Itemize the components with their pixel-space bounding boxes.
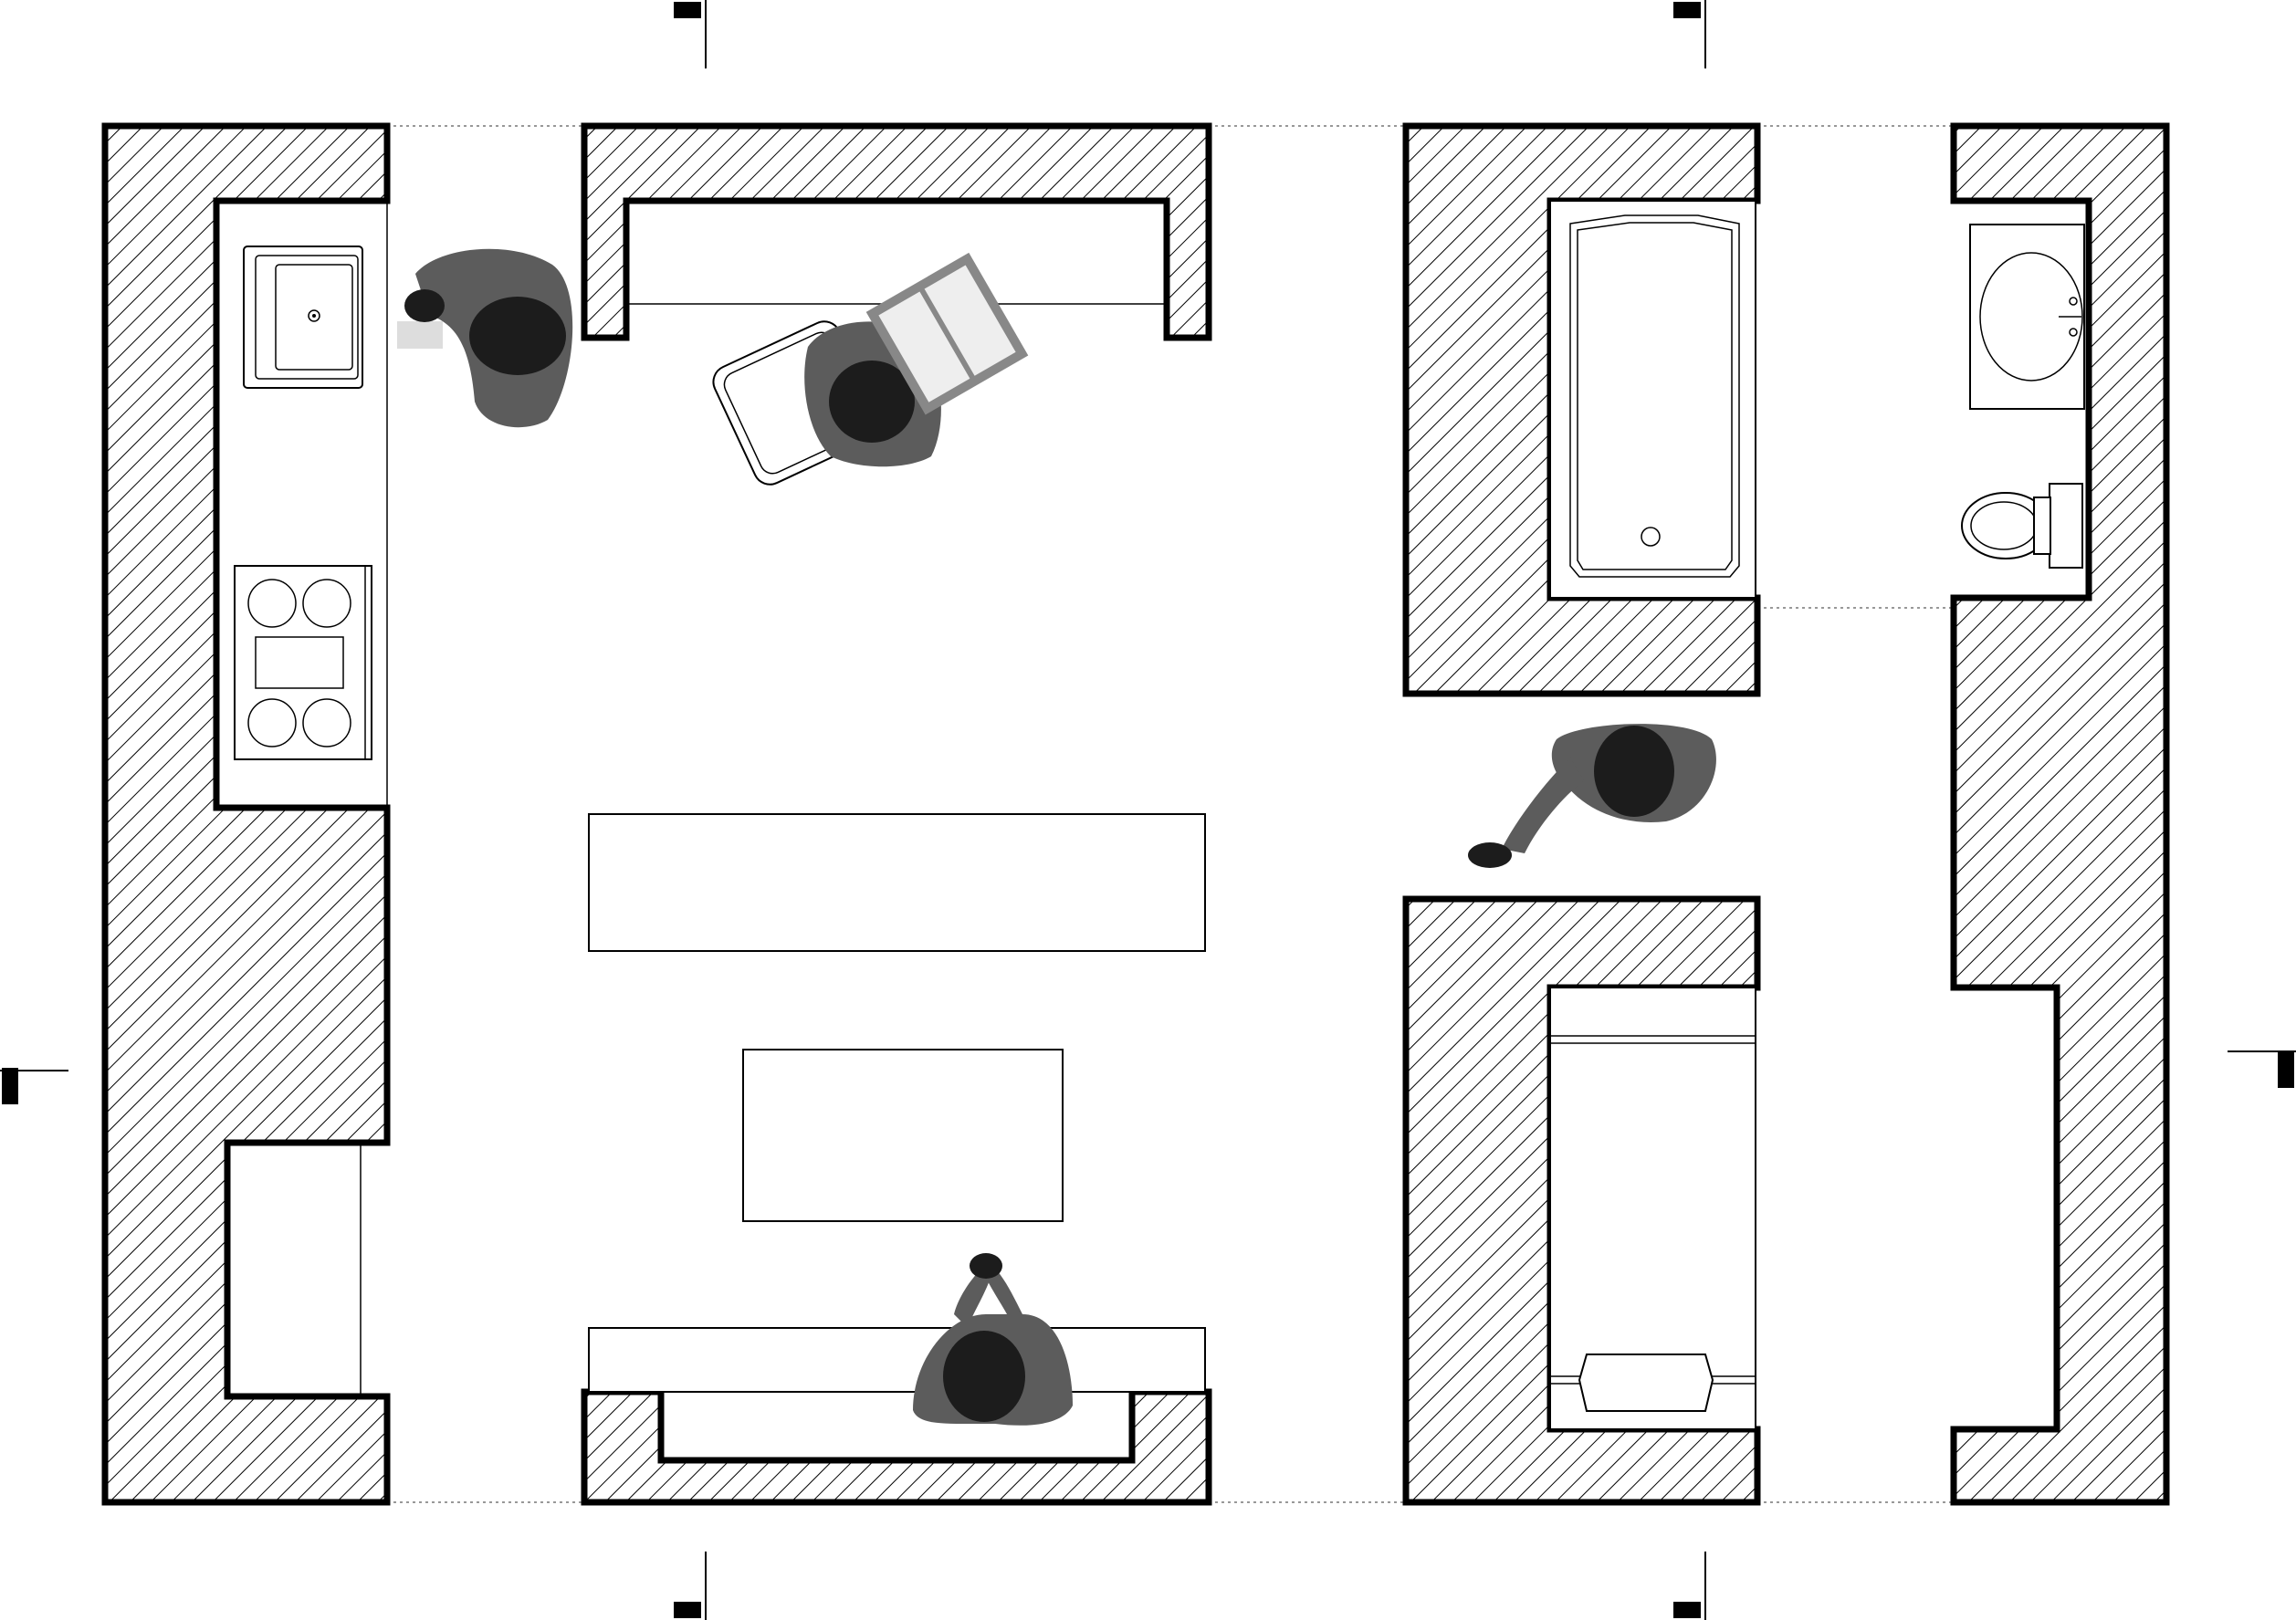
section-marker-right <box>2228 1050 2296 1088</box>
section-marker-bottom-right <box>1673 1552 1706 1620</box>
openings <box>387 125 1954 1503</box>
wall-bottom-middle <box>581 1388 1212 1506</box>
dining-table <box>588 813 1206 952</box>
person-kitchen <box>397 248 573 428</box>
section-marker-top-right <box>1673 0 1706 68</box>
counters <box>360 201 388 1396</box>
washbasin <box>1969 224 2085 410</box>
section-marker-top-left <box>674 0 707 68</box>
person-sofa <box>913 1253 1073 1426</box>
bathtub <box>1549 200 1756 599</box>
person-reading <box>804 252 1029 467</box>
section-marker-bottom-left <box>674 1552 707 1620</box>
coffee-table <box>742 1049 1064 1222</box>
book-icon <box>865 252 1029 415</box>
sofa <box>588 1327 1206 1393</box>
wall-top-middle <box>581 122 1212 341</box>
kitchen-sink <box>243 246 363 389</box>
cooktop <box>234 565 372 760</box>
bed <box>1549 987 1756 1430</box>
toilet <box>1961 483 2083 569</box>
wall-right <box>1950 122 2170 1506</box>
walls <box>101 122 2170 1506</box>
section-marker-left <box>0 1068 68 1104</box>
person-bedroom-door <box>1468 724 1716 868</box>
